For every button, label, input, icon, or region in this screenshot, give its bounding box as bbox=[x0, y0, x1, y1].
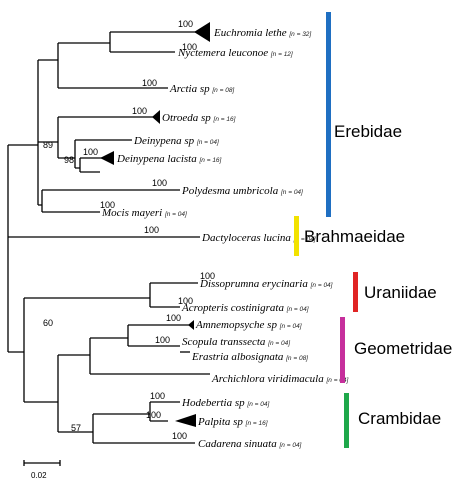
branch-geometridae-crambidae bbox=[24, 324, 210, 432]
family-label-crambidae: Crambidae bbox=[358, 409, 441, 428]
support-lacista: 100 bbox=[83, 147, 98, 157]
support-deinypena-group: 89 bbox=[43, 140, 53, 150]
tip-nyctemera: Nyctemera leuconoe [n = 12] bbox=[177, 47, 293, 59]
branch-erebinae bbox=[38, 189, 180, 213]
family-bar-brahmaeidae bbox=[294, 216, 299, 256]
support-dactyloceras: 100 bbox=[144, 225, 159, 235]
tip-otroeda: Otroeda sp [n = 16] bbox=[162, 112, 236, 124]
family-bar-crambidae bbox=[344, 393, 349, 448]
root-branch bbox=[7, 144, 18, 353]
branch-deinypena-group bbox=[38, 116, 155, 173]
collapsed-clade-otroeda bbox=[152, 110, 160, 124]
tip-amnemopsyche: Amnemopsyche sp [n = 04] bbox=[195, 319, 302, 331]
collapsed-clade-euchromia bbox=[194, 22, 210, 42]
tip-scopula: Scopula transsecta [n = 04] bbox=[182, 336, 290, 348]
support-hodebertia: 100 bbox=[150, 391, 165, 401]
tree-branches bbox=[7, 31, 210, 444]
tip-acropteris: Acropteris costinigrata [n = 04] bbox=[181, 302, 309, 314]
family-bar-uraniidae bbox=[353, 272, 358, 312]
branch-erebidae-clade bbox=[18, 60, 39, 205]
tip-hodebertia: Hodebertia sp [n = 04] bbox=[181, 397, 269, 409]
tip-polydesma: Polydesma umbricola [n = 04] bbox=[181, 185, 303, 197]
family-label-erebidae: Erebidae bbox=[334, 122, 402, 141]
tip-deinypena: Deinypena sp [n = 04] bbox=[133, 135, 219, 147]
tip-palpita: Palpita sp [n = 16] bbox=[197, 416, 268, 428]
tip-cadarena: Cadarena sinuata [n = 04] bbox=[198, 438, 302, 450]
support-nyctemera: 100 bbox=[182, 42, 197, 52]
family-label-geometridae: Geometridae bbox=[354, 339, 452, 358]
support-arctia: 100 bbox=[142, 78, 157, 88]
collapsed-clade-palpita bbox=[175, 414, 196, 427]
support-otroeda: 100 bbox=[132, 106, 147, 116]
tip-euchromia: Euchromia lethe [n = 32] bbox=[213, 27, 311, 39]
support-dissoprumna: 100 bbox=[200, 271, 215, 281]
support-deinypena-lacista-group: 98 bbox=[64, 155, 74, 165]
tip-dactyloceras: Dactyloceras lucina [n = 04] bbox=[201, 232, 316, 244]
support-mocis: 100 bbox=[100, 200, 115, 210]
tip-lacista: Deinypena lacista [n = 16] bbox=[116, 153, 222, 165]
support-polydesma: 100 bbox=[152, 178, 167, 188]
tip-labels: Euchromia lethe [n = 32] Nyctemera leuco… bbox=[101, 27, 349, 450]
family-bar-geometridae bbox=[340, 317, 345, 383]
support-values: 100 100 100 100 89 98 100 100 100 100 10… bbox=[43, 19, 215, 441]
family-annotations: Erebidae Brahmaeidae Uraniidae Geometrid… bbox=[294, 12, 452, 448]
support-euchromia: 100 bbox=[178, 19, 193, 29]
support-acropteris: 100 bbox=[178, 296, 193, 306]
support-geometridae-crambidae: 60 bbox=[43, 318, 53, 328]
scale-bar-line bbox=[23, 460, 61, 466]
branch-crambidae bbox=[58, 401, 195, 444]
tip-archichlora: Archichlora viridimacula [n = 04] bbox=[211, 373, 349, 385]
tip-arctia: Arctia sp [n = 08] bbox=[169, 83, 234, 95]
family-bar-erebidae bbox=[326, 12, 331, 217]
scale-bar: 0.02 bbox=[23, 460, 61, 480]
collapsed-clade-lacista bbox=[100, 151, 114, 165]
tip-dissoprumna: Dissoprumna erycinaria [n = 04] bbox=[199, 278, 333, 290]
support-cadarena: 100 bbox=[172, 431, 187, 441]
support-palpita: 100 bbox=[146, 410, 161, 420]
branch-lower-clade bbox=[10, 282, 198, 402]
collapsed-clade-amnemopsyche bbox=[188, 320, 194, 330]
support-scopula: 100 bbox=[155, 335, 170, 345]
scale-bar-label: 0.02 bbox=[31, 471, 47, 480]
support-amnemopsyche: 100 bbox=[166, 313, 181, 323]
tip-erastria: Erastria albosignata [n = 08] bbox=[191, 351, 308, 363]
family-label-uraniidae: Uraniidae bbox=[364, 283, 437, 302]
support-crambidae: 57 bbox=[71, 423, 81, 433]
tip-mocis: Mocis mayeri [n = 04] bbox=[101, 207, 187, 219]
branch-arctiinae bbox=[38, 31, 205, 89]
family-label-brahmaeidae: Brahmaeidae bbox=[304, 227, 405, 246]
